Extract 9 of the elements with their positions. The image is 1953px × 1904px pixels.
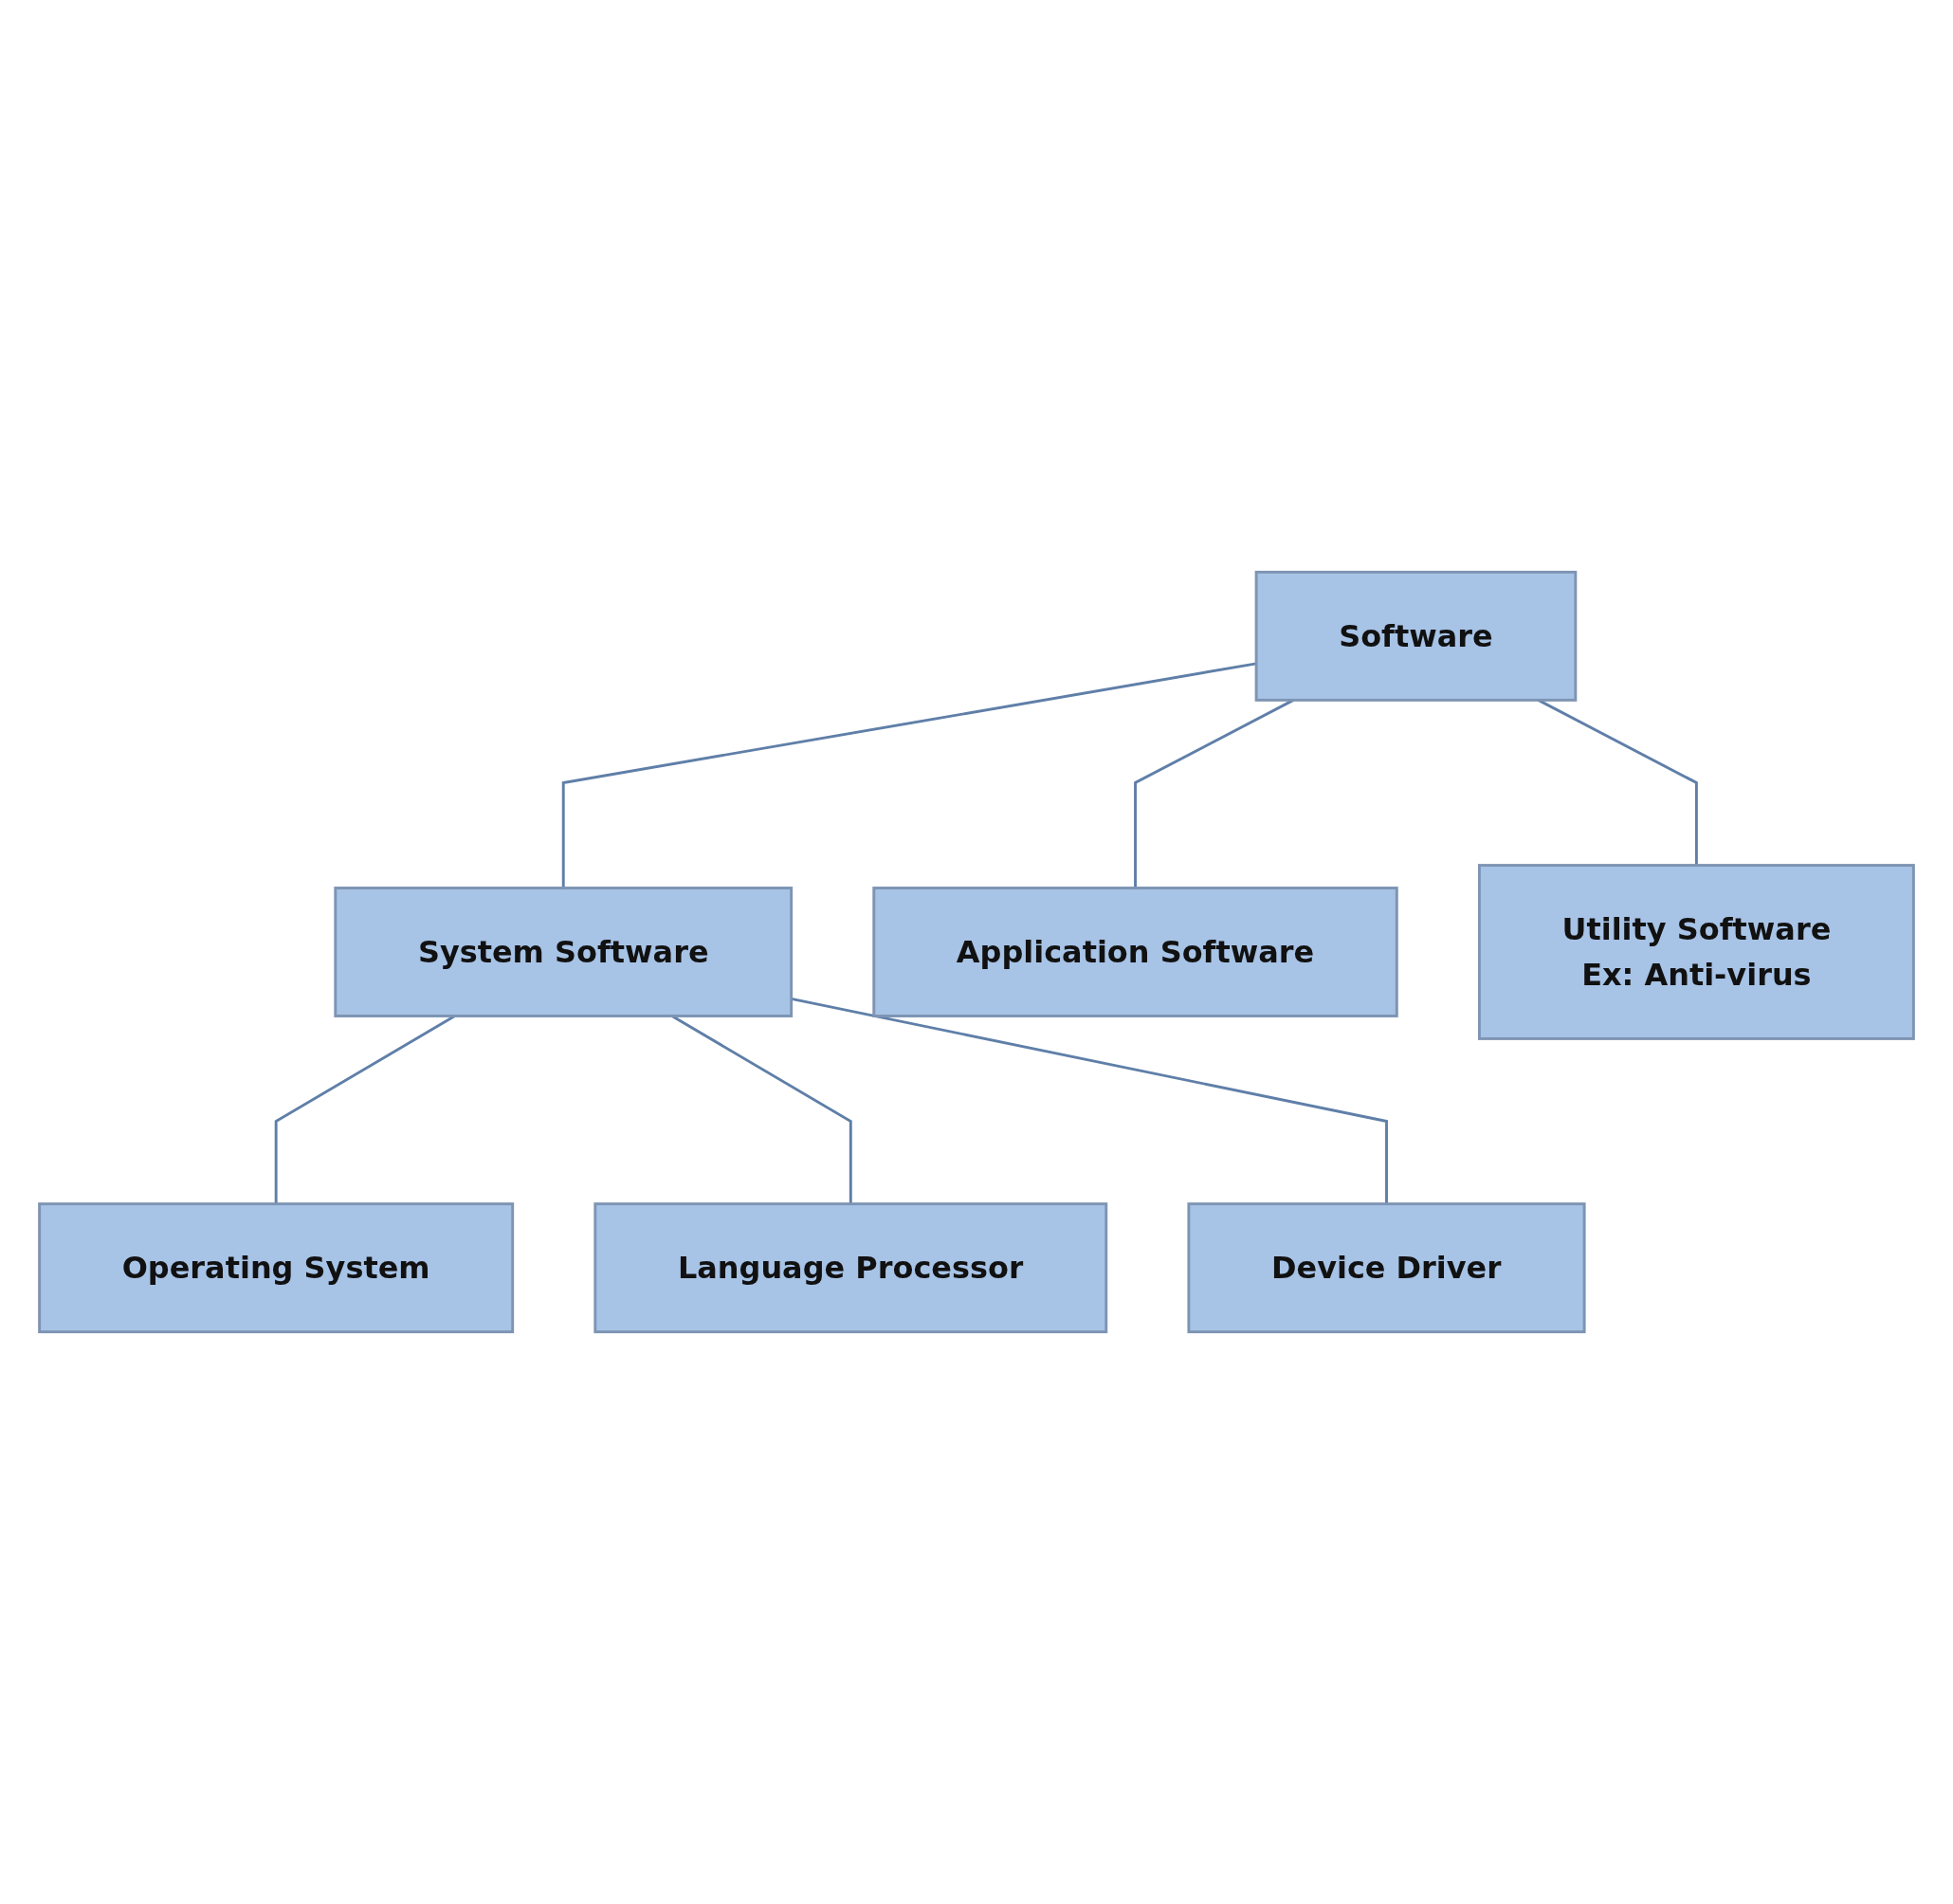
node-box: Software (1254, 570, 1578, 702)
node-box: Language Processor (593, 1202, 1108, 1334)
node-box: System Software (334, 887, 794, 1017)
node-box: Device Driver (1187, 1202, 1586, 1334)
node-box: Operating System (38, 1202, 515, 1334)
node-box: Utility Software Ex: Anti-virus (1477, 864, 1915, 1040)
node-box: Application Software (872, 887, 1398, 1017)
connector (561, 662, 1257, 888)
connector (791, 998, 1388, 1204)
